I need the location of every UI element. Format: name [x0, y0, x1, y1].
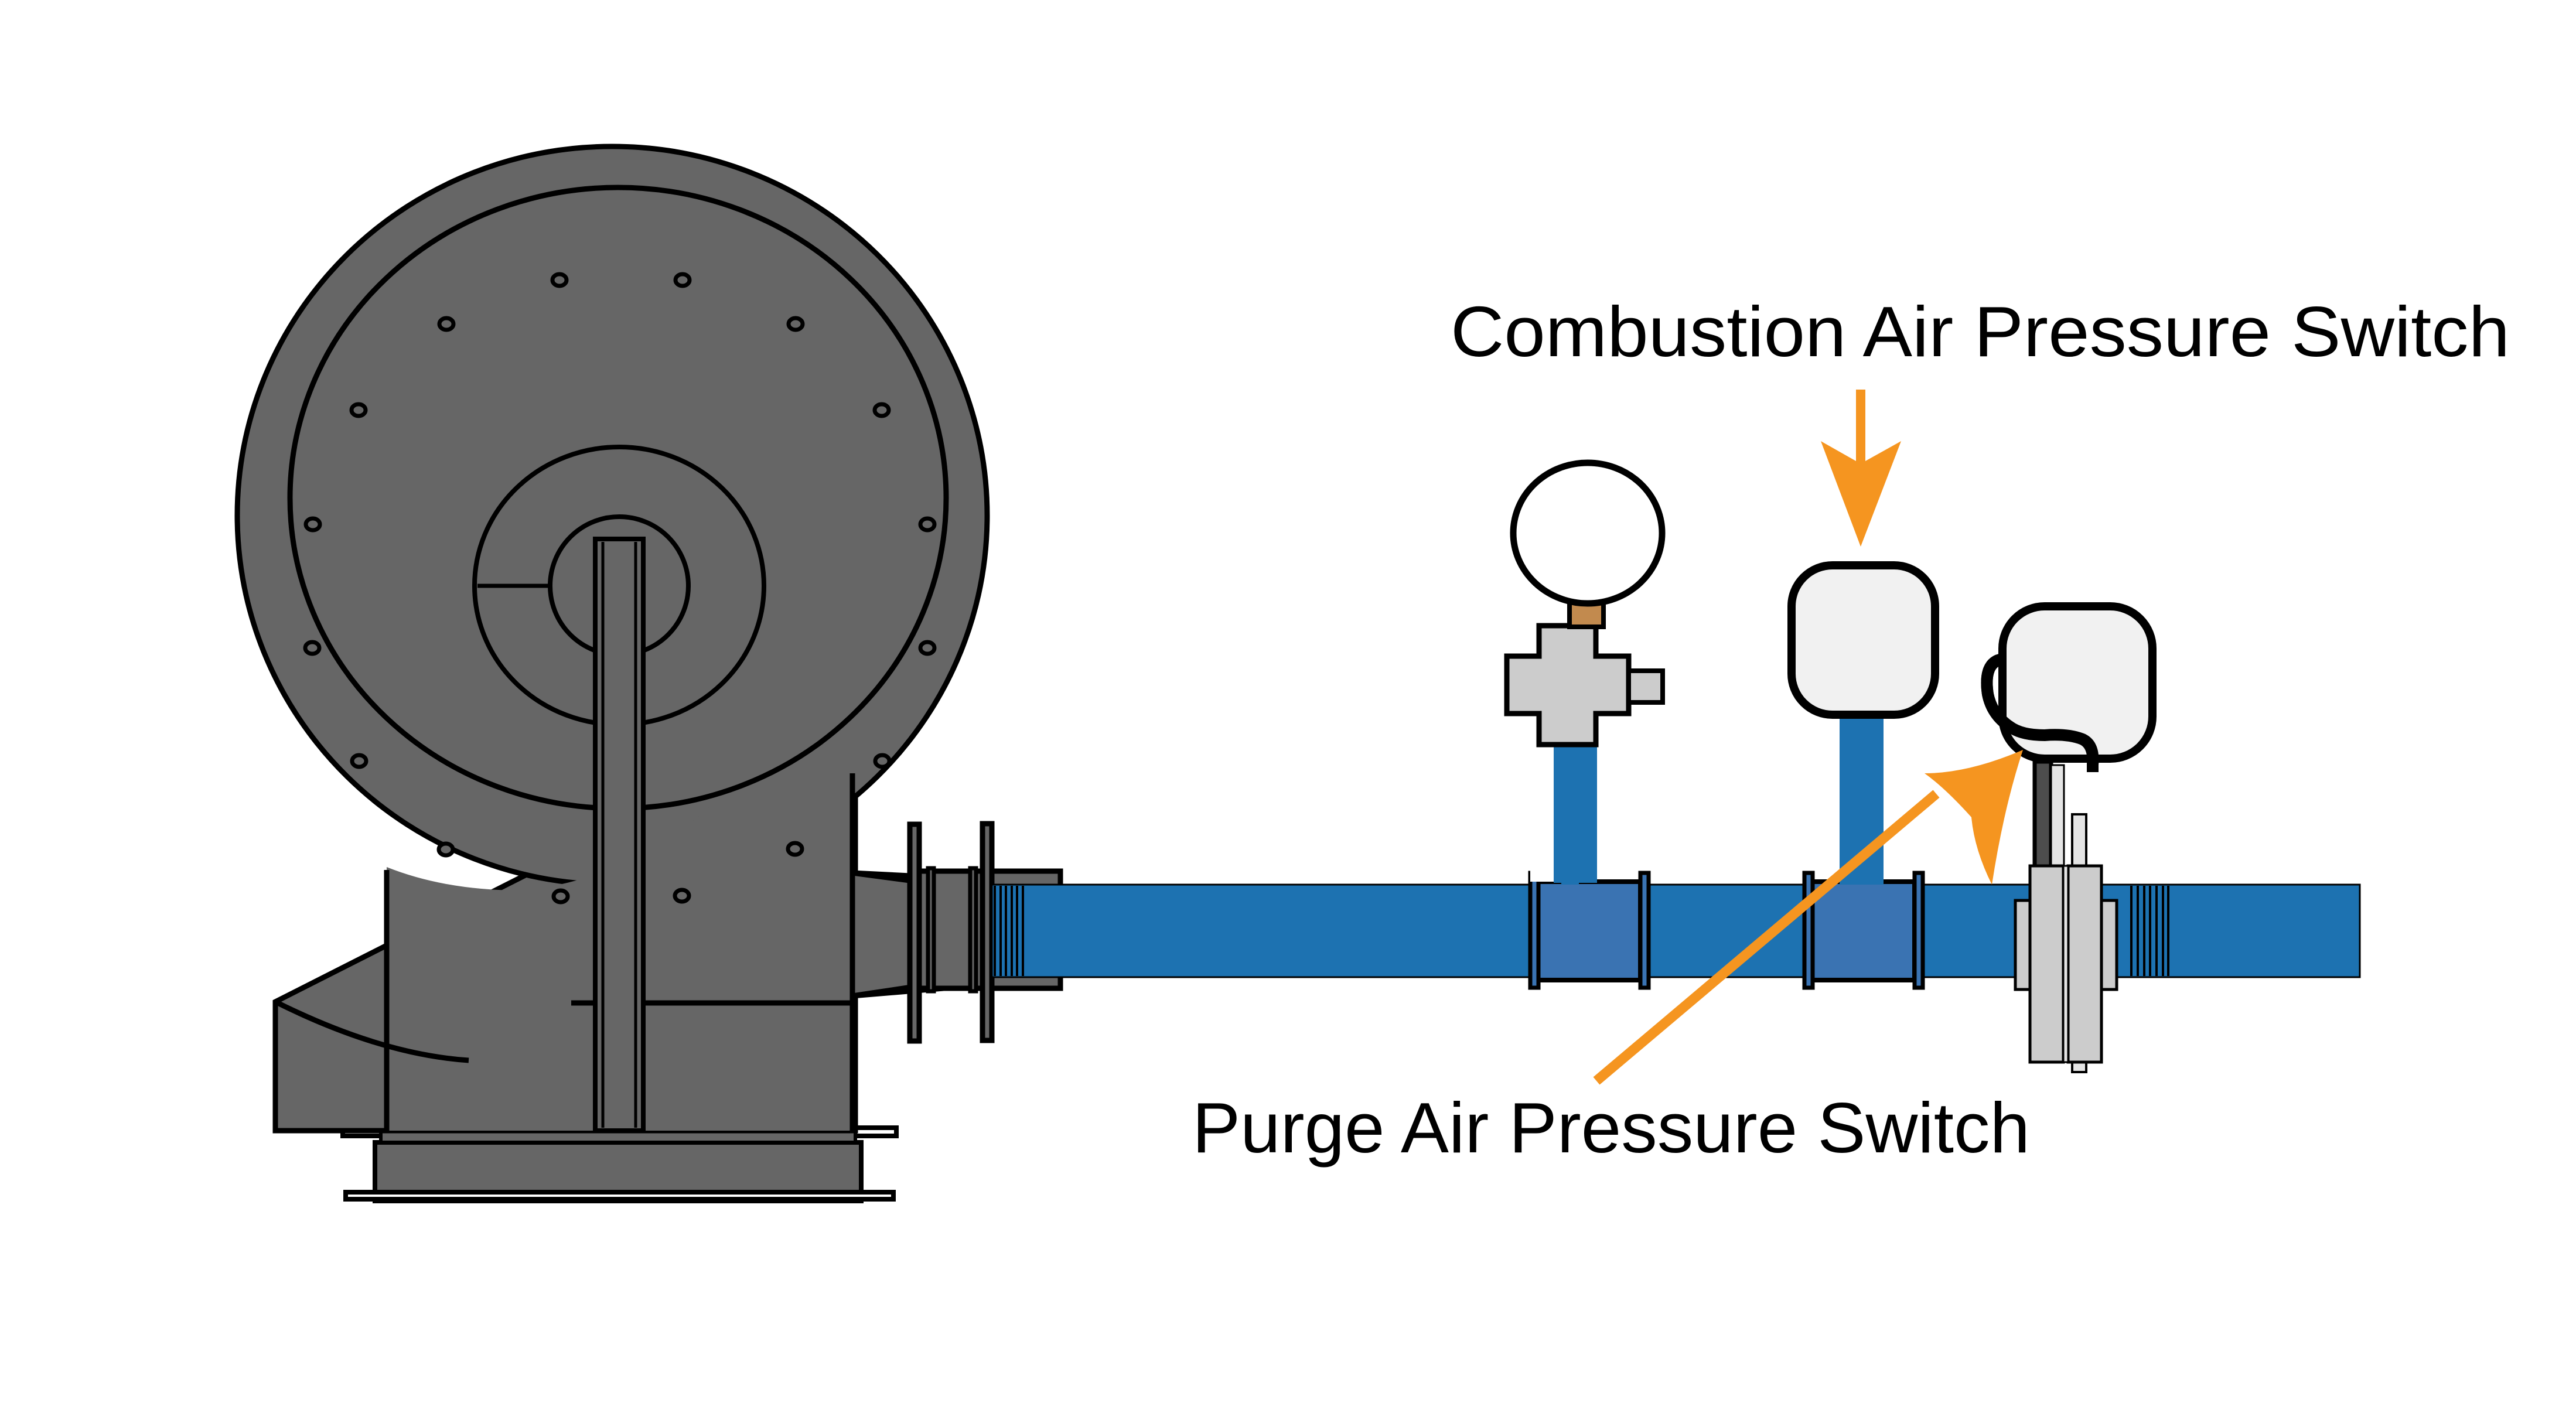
air-pipe	[991, 883, 2361, 978]
combustion-switch-arrow	[1821, 390, 1901, 547]
blower	[234, 144, 990, 1203]
blower-base	[340, 1125, 899, 1203]
purge-switch-label: Purge Air Pressure Switch	[1192, 1088, 2030, 1168]
gauge-dial	[1510, 459, 1666, 607]
outlet-flange-right	[980, 821, 995, 1043]
valve-neck	[1981, 653, 2099, 869]
tee-fitting-gauge	[1528, 871, 1651, 990]
blower-bolts	[303, 272, 937, 905]
combustion-switch-body	[1787, 561, 1939, 719]
purge-switch-body	[1998, 602, 2157, 763]
purge-switch-arrow	[1593, 750, 2023, 1085]
combustion-switch-label: Combustion Air Pressure Switch	[1451, 292, 2510, 371]
pressure-gauge-assembly	[1504, 459, 1666, 883]
gauge-side-plug	[1626, 668, 1665, 705]
gauge-riser-pipe	[1554, 729, 1597, 883]
butterfly-valve-front	[2014, 864, 2118, 1064]
purge-air-pressure-switch	[1981, 602, 2157, 770]
outlet-flange-left	[907, 821, 922, 1044]
gauge-cross-fitting	[1504, 623, 1632, 748]
pipe-thread-left	[994, 886, 1024, 976]
pipe-thread-right	[2130, 886, 2169, 976]
combustion-air-pressure-switch	[1787, 561, 1939, 885]
